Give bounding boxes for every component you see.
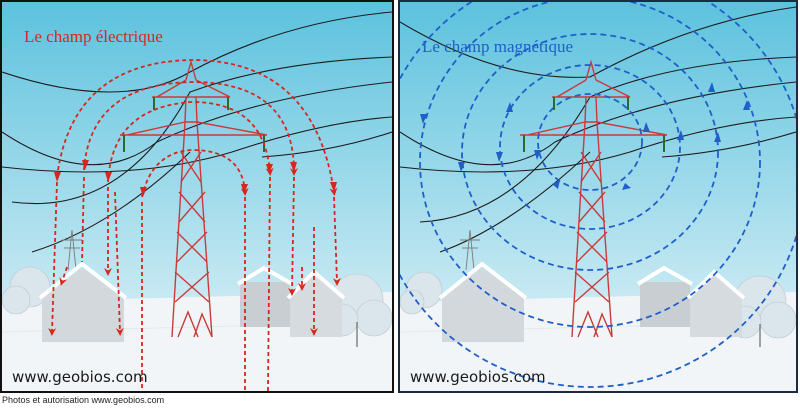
house-left <box>38 261 128 342</box>
electric-field-illustration <box>2 2 392 391</box>
field-arrowheads-right <box>420 82 750 190</box>
magnetic-field-panel: Le champ magnétique www.geobios.com <box>398 0 798 393</box>
field-arrowheads-left <box>54 160 337 197</box>
electric-field-lines <box>48 59 341 391</box>
pylon-right <box>520 59 668 338</box>
magnetic-field-title: Le champ magnétique <box>422 37 574 56</box>
electric-field-panel: Le champ électrique www.geobios.com <box>0 0 394 393</box>
watermark-right: www.geobios.com <box>410 368 546 386</box>
insulators-right <box>523 97 665 152</box>
magnetic-field-illustration <box>400 2 796 391</box>
electric-field-title: Le champ électrique <box>24 27 163 46</box>
photo-credit-caption: Photos et autorisation www.geobios.com <box>2 395 165 405</box>
distant-pylon-left <box>62 229 82 271</box>
distant-pylon-right <box>460 229 480 271</box>
pylon-left <box>120 59 268 338</box>
house-left <box>438 261 528 342</box>
watermark-left: www.geobios.com <box>12 368 148 386</box>
house-right <box>636 265 746 337</box>
magnetic-field-lines <box>400 2 796 388</box>
